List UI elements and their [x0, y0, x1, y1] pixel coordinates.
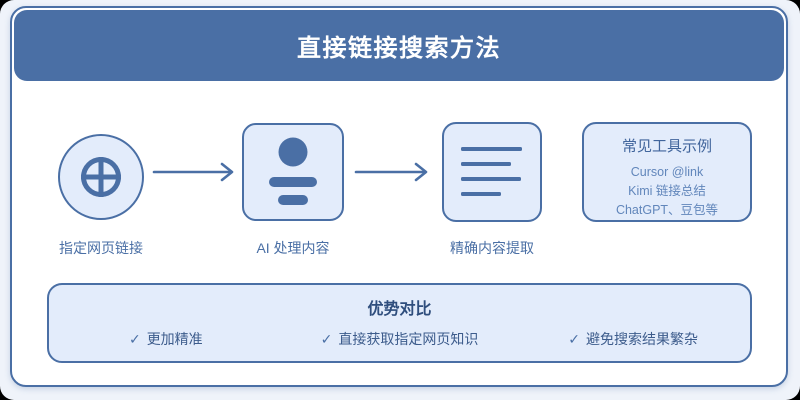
flow-node-content-extraction	[442, 122, 542, 222]
advantage-item: ✓ 避免搜索结果繁杂	[516, 329, 750, 349]
advantages-row: ✓ 更加精准 ✓ 直接获取指定网页知识 ✓ 避免搜索结果繁杂	[49, 329, 750, 349]
tool-item: Kimi 链接总结	[628, 184, 706, 198]
flow-node-label: 指定网页链接	[59, 240, 143, 256]
advantage-item: ✓ 更加精准	[49, 329, 283, 349]
flow-node-ai-processing	[242, 123, 344, 221]
header-banner: 直接链接搜索方法	[14, 10, 784, 81]
arrow-right-icon	[354, 162, 428, 182]
flow-node-label: AI 处理内容	[256, 240, 330, 256]
text-lines-icon	[461, 147, 522, 196]
check-icon: ✓	[568, 331, 581, 347]
tools-panel: 常见工具示例 Cursor @link Kimi 链接总结 ChatGPT、豆包…	[582, 122, 752, 222]
globe-icon	[81, 157, 121, 197]
advantage-item: ✓ 直接获取指定网页知识	[283, 329, 517, 349]
advantage-item-label: 直接获取指定网页知识	[338, 331, 479, 347]
tools-title: 常见工具示例	[621, 138, 712, 155]
advantages-title: 优势对比	[367, 301, 432, 318]
flow-node-webpage-link	[58, 134, 144, 220]
arrow-right-icon	[152, 162, 234, 182]
advantage-item-label: 避免搜索结果繁杂	[586, 331, 699, 347]
advantage-item-label: 更加精准	[146, 331, 203, 347]
ai-profile-icon	[269, 137, 317, 205]
flow-node-label: 精确内容提取	[450, 240, 534, 256]
check-icon: ✓	[320, 331, 333, 347]
check-icon: ✓	[128, 331, 141, 347]
tool-item: ChatGPT、豆包等	[615, 203, 719, 217]
advantages-panel: 优势对比 ✓ 更加精准 ✓ 直接获取指定网页知识 ✓ 避免搜索结果繁杂	[47, 283, 752, 363]
tool-item: Cursor @link	[630, 165, 704, 179]
page-title: 直接链接搜索方法	[297, 35, 501, 62]
main-card: 直接链接搜索方法	[10, 6, 788, 387]
